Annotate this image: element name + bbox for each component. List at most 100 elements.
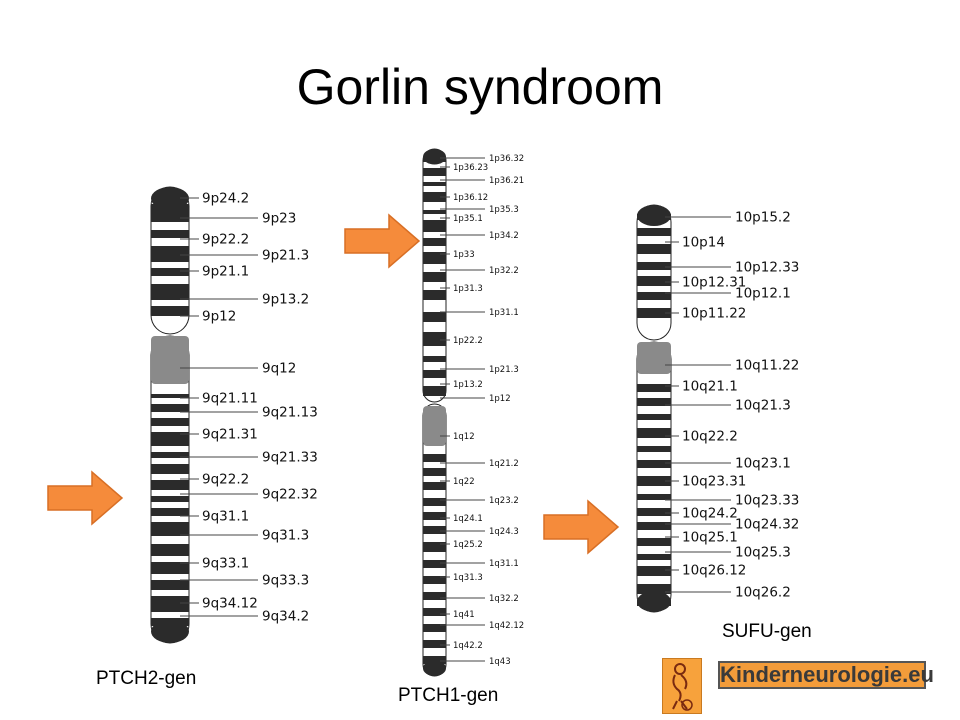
chr1-band-label: 1p36.21 bbox=[489, 176, 524, 186]
chr1-band bbox=[423, 560, 446, 568]
chr9-band-label: 9q22.32 bbox=[262, 487, 318, 503]
chr1-band bbox=[423, 220, 446, 232]
chr1-band bbox=[423, 624, 446, 632]
chr1-band-label: 1p36.32 bbox=[489, 154, 524, 164]
chr10-band bbox=[637, 308, 671, 318]
chr1-band bbox=[423, 182, 446, 186]
chr10-band bbox=[637, 508, 671, 516]
chr10-band-label: 10q26.12 bbox=[682, 563, 746, 579]
chr10-band bbox=[637, 214, 671, 220]
chr1-centromere bbox=[423, 406, 446, 446]
chr1-band bbox=[423, 386, 446, 396]
chr9-band bbox=[151, 496, 189, 502]
chr1-band bbox=[423, 468, 446, 476]
chr9-band bbox=[151, 580, 189, 590]
sufu-gene-caption: SUFU-gen bbox=[722, 621, 812, 642]
chr9-band-label: 9p13.2 bbox=[262, 292, 309, 308]
chr1-band-label: 1q12 bbox=[453, 432, 475, 442]
chr1-band bbox=[423, 192, 446, 202]
chr1-band-label: 1p34.2 bbox=[489, 231, 519, 241]
chr10-band bbox=[637, 228, 671, 236]
chr9-band-label: 9q31.1 bbox=[202, 509, 249, 525]
chr10-band-label: 10p14 bbox=[682, 235, 725, 251]
chr9-band-label: 9q21.31 bbox=[202, 427, 258, 443]
chr9-band bbox=[151, 464, 189, 474]
chr1-band bbox=[423, 542, 446, 552]
chr1-band-label: 1p22.2 bbox=[453, 336, 483, 346]
chr10-band bbox=[637, 460, 671, 468]
chr1-band-label: 1p35.3 bbox=[489, 205, 519, 215]
chr9-band bbox=[151, 284, 189, 300]
chr10-band-label: 10q23.1 bbox=[735, 456, 791, 472]
ptch2-arrow-icon bbox=[47, 470, 124, 526]
chr1-band-label: 1q43 bbox=[489, 657, 511, 667]
chr9-band-label: 9p24.2 bbox=[202, 191, 249, 207]
chr9-band-label: 9p12 bbox=[202, 309, 236, 325]
chr1-band-label: 1p21.3 bbox=[489, 365, 519, 375]
chr9-band bbox=[151, 306, 189, 316]
chr9-band bbox=[151, 268, 189, 276]
chr10-band bbox=[637, 538, 671, 546]
chr1-band-label: 1q42.12 bbox=[489, 621, 524, 631]
chr1-band-label: 1p12 bbox=[489, 394, 511, 404]
chr1-band-label: 1q32.2 bbox=[489, 594, 519, 604]
chr10-band-label: 10q25.3 bbox=[735, 545, 791, 561]
chr10-band-label: 10q11.22 bbox=[735, 358, 799, 374]
chr1-band bbox=[423, 356, 446, 362]
chr1-band bbox=[423, 482, 446, 490]
chr9-band-label: 9q33.1 bbox=[202, 556, 249, 572]
chr10-band bbox=[637, 276, 671, 286]
chr1-band bbox=[423, 512, 446, 520]
chr9-band bbox=[151, 230, 189, 238]
chr9-band-label: 9p21.1 bbox=[202, 264, 249, 280]
chr10-band bbox=[637, 262, 671, 270]
chr1-p-cap bbox=[423, 149, 446, 165]
chr1-band-label: 1q22 bbox=[453, 477, 475, 487]
chr10-band bbox=[637, 600, 671, 606]
slide-title: Gorlin syndroom bbox=[296, 59, 664, 115]
chr9-band bbox=[151, 480, 189, 490]
chr1-band-label: 1q21.2 bbox=[489, 459, 519, 469]
kinderneurologie-logo-text[interactable]: Kinderneurologie.eu bbox=[718, 661, 934, 689]
chr10-band bbox=[637, 476, 671, 486]
chr9-band-label: 9q33.3 bbox=[262, 573, 309, 589]
chr10-centromere bbox=[637, 342, 671, 374]
chr9-centromere bbox=[151, 336, 189, 384]
chr10-band-label: 10q22.2 bbox=[682, 429, 738, 445]
chr10-band bbox=[637, 244, 671, 254]
chr1-band-label: 1q24.1 bbox=[453, 514, 483, 524]
chr10-band-label: 10p15.2 bbox=[735, 210, 791, 226]
chr1-band-label: 1p33 bbox=[453, 250, 475, 260]
chr1-band bbox=[423, 370, 446, 378]
chr9-band bbox=[151, 404, 189, 412]
chr1-band bbox=[423, 640, 446, 648]
chr10-band bbox=[637, 398, 671, 406]
chr10-band-label: 10q24.32 bbox=[735, 517, 799, 533]
chr9-band bbox=[151, 452, 189, 458]
chr9-band-label: 9p23 bbox=[262, 211, 296, 227]
chr9-band bbox=[151, 418, 189, 426]
chr1-band-label: 1q23.2 bbox=[489, 496, 519, 506]
chr10-band bbox=[637, 494, 671, 500]
chr1-band bbox=[423, 592, 446, 600]
chr9-band-label: 9p22.2 bbox=[202, 232, 249, 248]
chr9-band-label: 9q21.33 bbox=[262, 450, 318, 466]
chr10-band-label: 10p12.33 bbox=[735, 260, 799, 276]
kinderneurologie-logo-icon bbox=[662, 658, 702, 714]
sufu-arrow-icon bbox=[543, 499, 620, 555]
chr1-band bbox=[423, 526, 446, 534]
chr10-band bbox=[637, 446, 671, 452]
chr10-band-label: 10p12.31 bbox=[682, 275, 746, 291]
chr1-band bbox=[423, 290, 446, 300]
chr10-band-label: 10q23.31 bbox=[682, 474, 746, 490]
chr10-band bbox=[637, 384, 671, 392]
chr1-band-label: 1p32.2 bbox=[489, 266, 519, 276]
chr9-band bbox=[151, 596, 189, 612]
ptch1-gene-caption: PTCH1-gen bbox=[398, 685, 499, 706]
chr10-band bbox=[637, 292, 671, 300]
chr9-band bbox=[151, 562, 189, 574]
chr1-band-label: 1p36.23 bbox=[453, 163, 488, 173]
chr9-band-label: 9q12 bbox=[262, 361, 296, 377]
chr1-band-label: 1q31.3 bbox=[453, 573, 483, 583]
chr1-band bbox=[423, 168, 446, 176]
